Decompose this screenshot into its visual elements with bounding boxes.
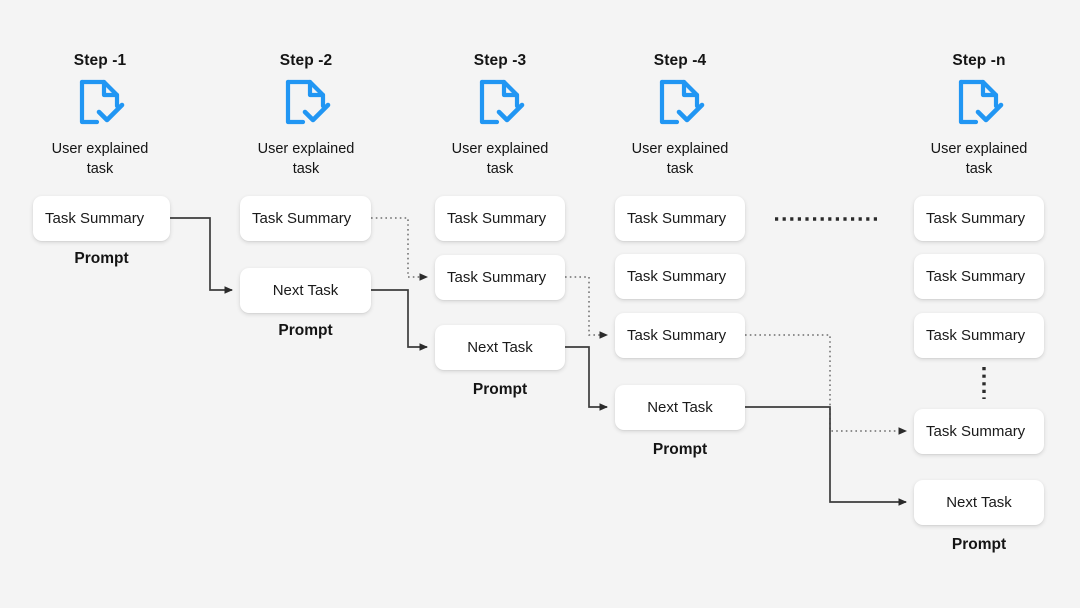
- node-step2-task-summary[interactable]: Task Summary: [240, 196, 371, 241]
- step-title-2: Step -2: [279, 52, 333, 69]
- node-step3-task-summary-2[interactable]: Task Summary: [435, 255, 565, 300]
- icon-caption-4: User explained task: [595, 139, 765, 179]
- document-check-icon-n: [956, 79, 1004, 134]
- node-label: Task Summary: [926, 268, 1026, 285]
- prompt-label-1: Prompt: [74, 250, 129, 267]
- node-stepn-task-summary-2[interactable]: Task Summary: [914, 254, 1044, 299]
- icon-caption-line1-1: User explained: [51, 141, 149, 157]
- icon-caption-line2-1: task: [86, 161, 114, 177]
- prompt-label-2: Prompt: [278, 322, 333, 339]
- node-label: Task Summary: [926, 327, 1026, 344]
- node-label: Task Summary: [252, 210, 352, 227]
- icon-caption-line1-2: User explained: [257, 141, 355, 157]
- icon-caption-line2-3: task: [486, 161, 514, 177]
- node-label: Task Summary: [627, 268, 727, 285]
- prompt-label-3: Prompt: [472, 381, 528, 398]
- icon-caption-1: User explained task: [15, 139, 185, 179]
- node-step4-task-summary-3[interactable]: Task Summary: [615, 313, 745, 358]
- connector-step4-summary-to-stepn: [745, 334, 907, 435]
- node-step1-task-summary[interactable]: Task Summary: [33, 196, 170, 241]
- icon-caption-2: User explained task: [221, 139, 391, 179]
- node-label: Task Summary: [926, 423, 1026, 440]
- connector-step2-next-to-step3: [371, 289, 428, 351]
- icon-caption-n: User explained task: [894, 139, 1064, 179]
- node-label: Task Summary: [447, 269, 547, 286]
- node-step3-next-task[interactable]: Next Task: [435, 325, 565, 370]
- document-check-icon-4: [657, 79, 705, 134]
- node-label: Task Summary: [447, 210, 547, 227]
- icon-caption-line1-n: User explained: [930, 141, 1028, 157]
- step-title-n: Step -n: [952, 52, 1006, 69]
- node-label: Next Task: [647, 399, 713, 416]
- step-title-1: Step -1: [73, 52, 127, 69]
- document-check-icon-1: [77, 79, 125, 134]
- icon-caption-line2-4: task: [666, 161, 694, 177]
- prompt-label-4: Prompt: [652, 441, 708, 458]
- node-label: Task Summary: [45, 210, 145, 227]
- node-step3-task-summary-1[interactable]: Task Summary: [435, 196, 565, 241]
- step-title-4: Step -4: [653, 52, 707, 69]
- node-step4-next-task[interactable]: Next Task: [615, 385, 745, 430]
- node-stepn-next-task[interactable]: Next Task: [914, 480, 1044, 525]
- step-title-3: Step -3: [473, 52, 527, 69]
- icon-caption-line1-3: User explained: [451, 141, 549, 157]
- icon-caption-3: User explained task: [415, 139, 585, 179]
- icon-caption-line2-2: task: [292, 161, 320, 177]
- node-stepn-task-summary-1[interactable]: Task Summary: [914, 196, 1044, 241]
- node-label: Task Summary: [627, 210, 727, 227]
- connector-step2-summary-to-step3: [371, 217, 428, 281]
- document-check-icon-2: [283, 79, 331, 134]
- connector-step3-next-to-step4: [565, 346, 608, 411]
- node-step4-task-summary-2[interactable]: Task Summary: [615, 254, 745, 299]
- node-stepn-task-summary-4[interactable]: Task Summary: [914, 409, 1044, 454]
- prompt-label-n: Prompt: [951, 536, 1007, 553]
- node-label: Next Task: [467, 339, 533, 356]
- node-label: Task Summary: [926, 210, 1026, 227]
- connector-step4-next-to-stepn: [745, 406, 907, 506]
- node-label: Next Task: [946, 494, 1012, 511]
- node-stepn-task-summary-3[interactable]: Task Summary: [914, 313, 1044, 358]
- connector-step3-summary-to-step4: [565, 276, 608, 339]
- node-label: Task Summary: [627, 327, 727, 344]
- connector-step1-to-step2: [170, 217, 233, 294]
- icon-caption-line2-n: task: [965, 161, 993, 177]
- node-label: Next Task: [272, 282, 339, 299]
- document-check-icon-3: [477, 79, 525, 134]
- node-step2-next-task[interactable]: Next Task: [240, 268, 371, 313]
- node-step4-task-summary-1[interactable]: Task Summary: [615, 196, 745, 241]
- icon-caption-line1-4: User explained: [631, 141, 729, 157]
